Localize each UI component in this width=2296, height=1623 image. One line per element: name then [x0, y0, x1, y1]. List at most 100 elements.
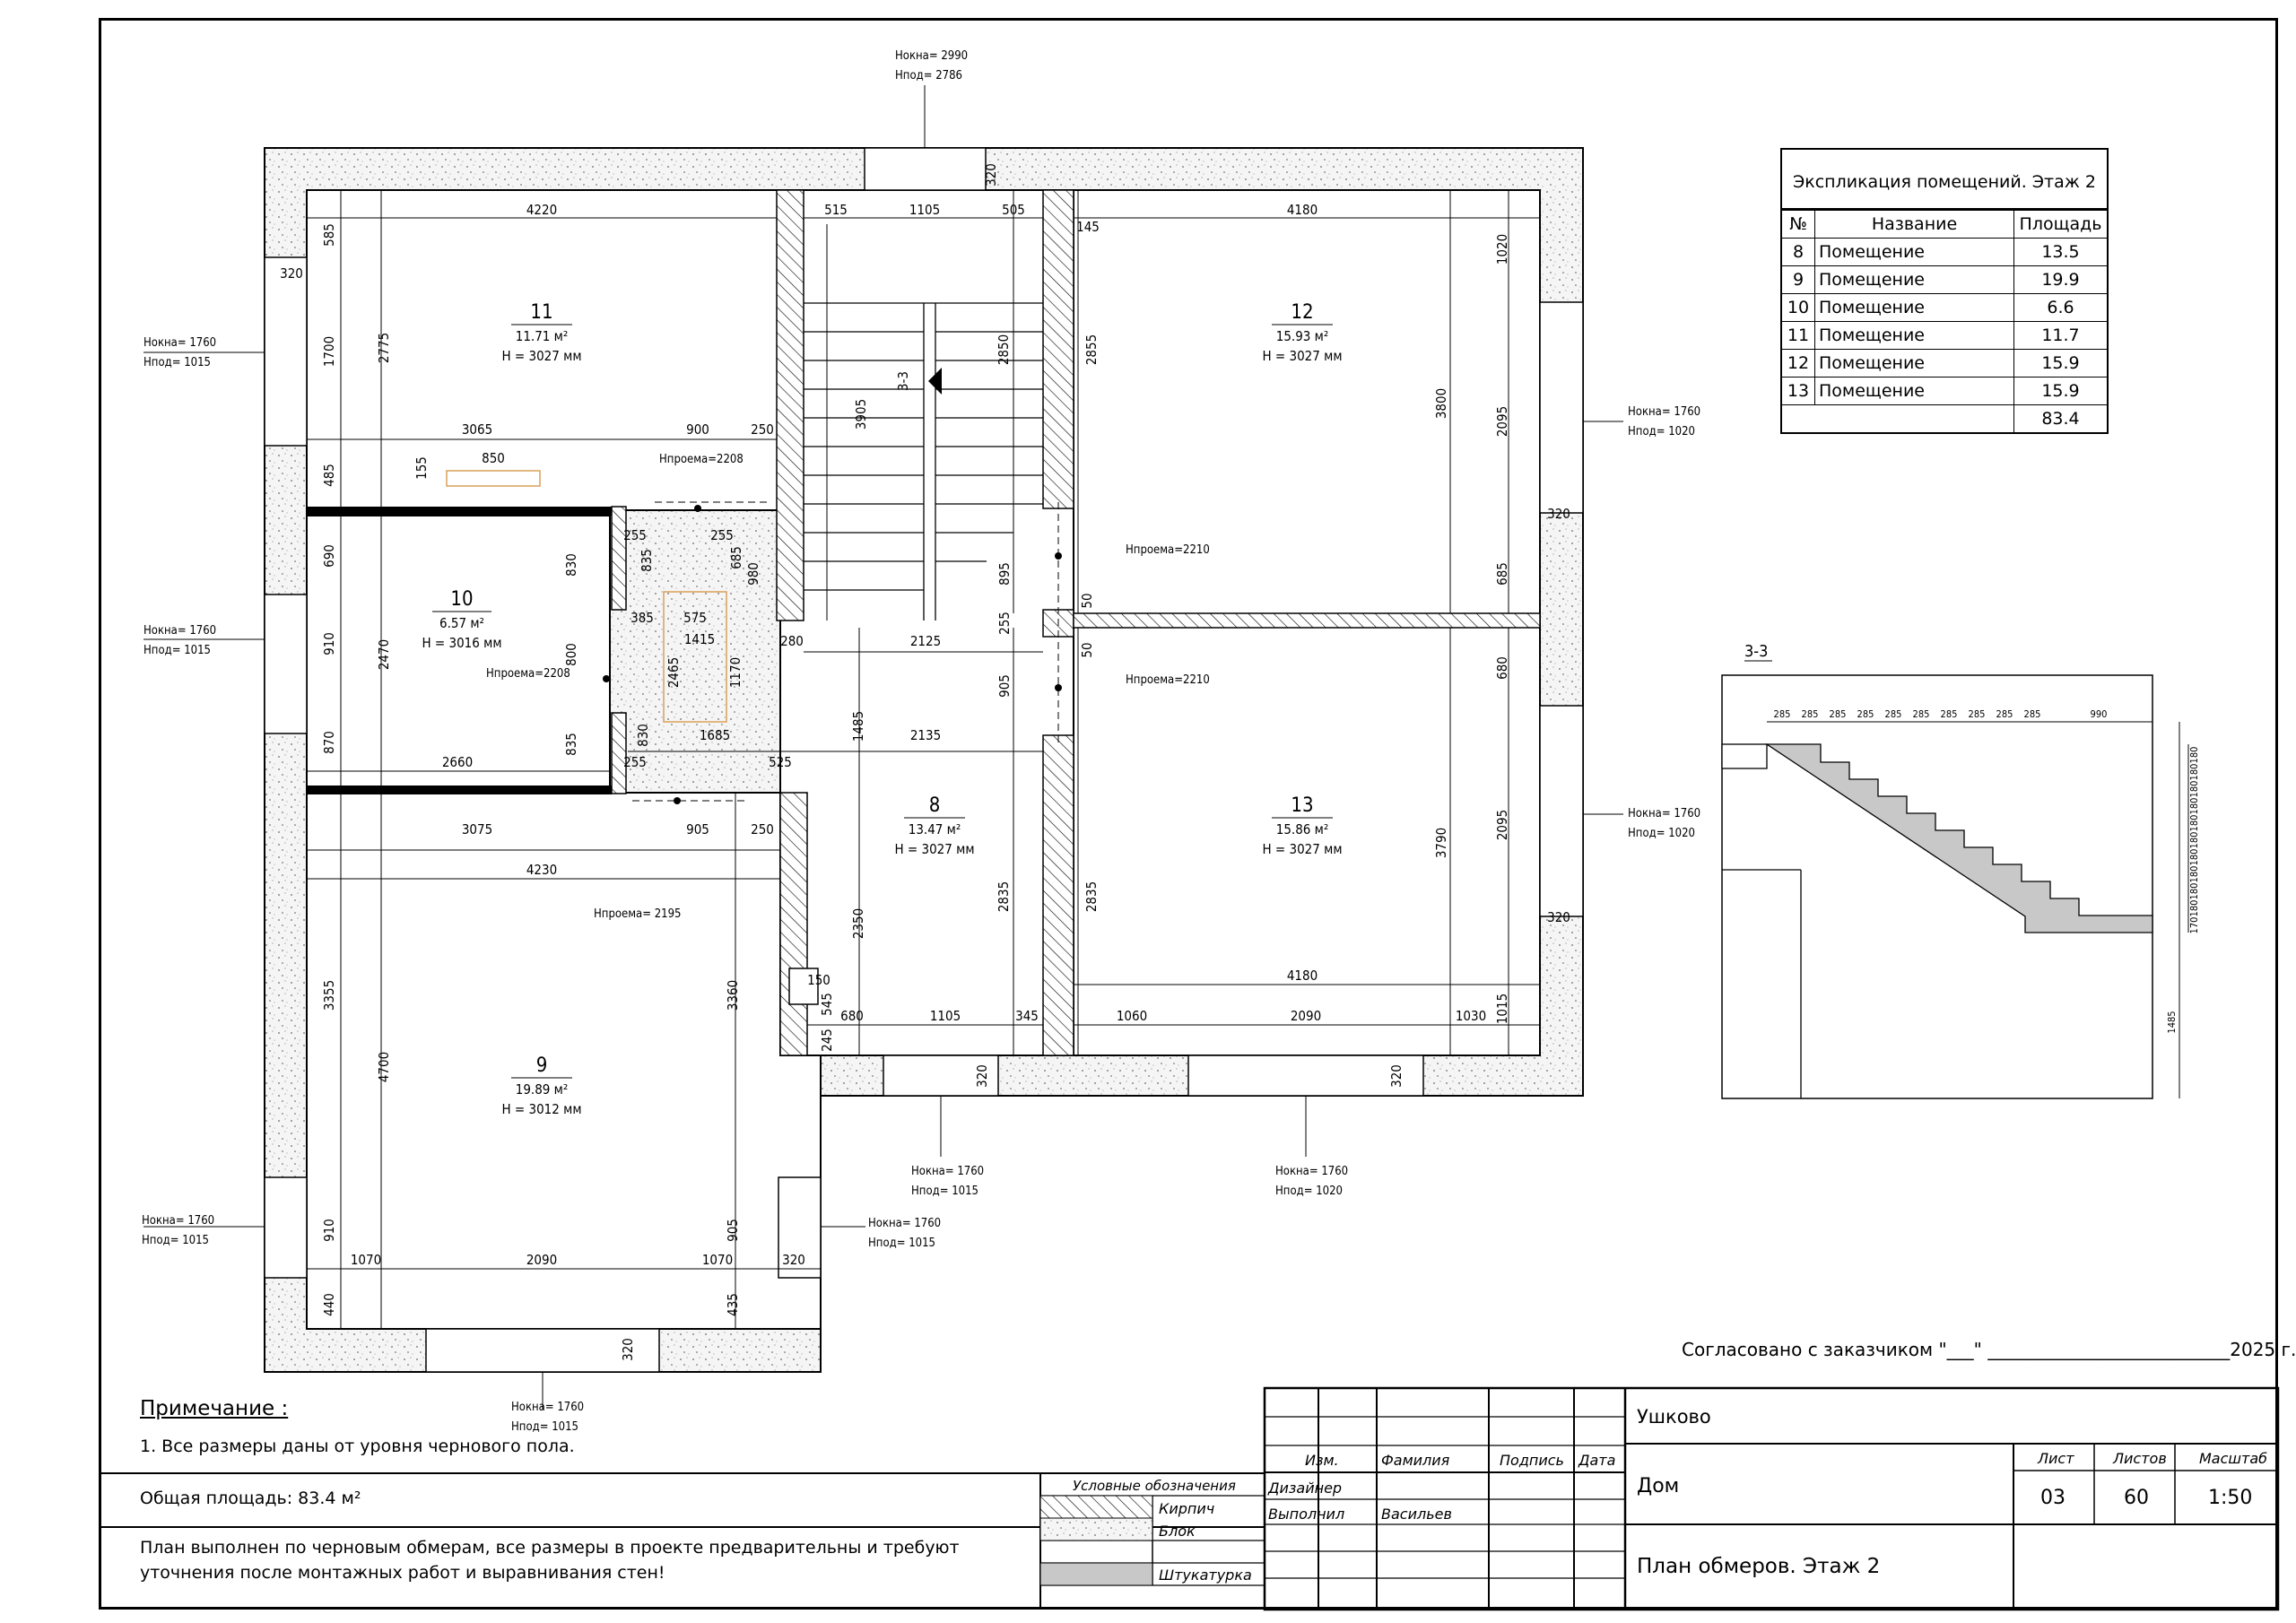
table-cell: Название: [1814, 210, 2014, 239]
stamp-role-designer: Дизайнер: [1268, 1480, 1343, 1497]
outer-walls: [264, 147, 1584, 1373]
room-labels: 11 11.71 м² H = 3027 мм 12 15.93 м² H = …: [422, 301, 1342, 1117]
table-cell: 8: [1782, 238, 1815, 266]
table-cell: Площадь: [2013, 210, 2107, 239]
dimension-label: 250: [751, 821, 774, 838]
room-explication-table: Экспликация помещений. Этаж 2 № Название…: [1780, 148, 2109, 434]
dimension-label: 830: [563, 553, 579, 577]
dimension-label: 2850: [996, 334, 1012, 365]
legend-brick-label: Кирпич: [1159, 1500, 1215, 1517]
table-cell: Помещение: [1814, 377, 2014, 405]
table-cell: 13.5: [2013, 238, 2107, 266]
stamp-header-sheets: Листов: [2113, 1450, 2167, 1467]
dimension-label: 2470: [376, 639, 392, 670]
table-cell: 19.9: [2013, 265, 2107, 294]
table-cell: Помещение: [1814, 349, 2014, 378]
dimension-label: 320: [280, 265, 303, 282]
dimension-label: 1105: [909, 202, 940, 218]
dimension-label: 1070: [702, 1252, 733, 1268]
dimension-label: 4220: [526, 202, 557, 218]
table-total-row: 83.4: [1782, 404, 2107, 433]
room-area: 19.89 м²: [516, 1081, 569, 1098]
section-dimension-texts: 285 285 285 285 285 285 285 285 285 285 …: [1774, 708, 2200, 1034]
room-number: 9: [536, 1055, 548, 1077]
dimension-label: 180: [2188, 781, 2200, 798]
dimension-label: 1485: [850, 711, 866, 742]
dimension-label: 895: [996, 562, 1013, 586]
dimension-label: 800: [563, 643, 579, 666]
dimension-label: 285: [1969, 708, 1986, 720]
dimension-label: 4230: [526, 862, 557, 878]
table-cell: 13: [1782, 377, 1815, 405]
dimension-label: 180: [2188, 849, 2200, 866]
table-cell: 6.6: [2013, 293, 2107, 322]
dimension-label: 2095: [1494, 406, 1510, 437]
opening-height-label: Hпроема= 2195: [594, 907, 682, 921]
dimension-label: 50: [1079, 593, 1095, 608]
title-block: [99, 1386, 2280, 1611]
dimension-label: 255: [623, 527, 647, 543]
dimension-label: 2125: [910, 633, 941, 649]
dimension-label: 180: [2188, 866, 2200, 883]
dimension-label: 905: [996, 674, 1013, 698]
dimension-label: 345: [1015, 1008, 1039, 1024]
dimension-label: 180: [2188, 883, 2200, 900]
stamp-header-signature: Подпись: [1500, 1452, 1564, 1469]
section-arrow-icon: [928, 368, 942, 395]
window-height-label: Hокна= 1760: [1628, 807, 1700, 820]
drawing-frame: [99, 18, 2278, 1610]
dimension-label: 830: [635, 724, 651, 747]
stamp-sheet-number: 03: [2040, 1487, 2066, 1509]
table-cell: Помещение: [1814, 321, 2014, 350]
dimension-label: 505: [1002, 202, 1025, 218]
dimension-label: 440: [321, 1293, 337, 1316]
dimension-label: 1030: [1456, 1008, 1486, 1024]
legend-title: Условные обозначения: [1073, 1478, 1236, 1494]
dimension-texts: 4220 515 1105 505 4180 320 585 1700 2775…: [280, 163, 1570, 1361]
window-height-label: Hпод= 2786: [895, 69, 962, 82]
dimension-label: 680: [1494, 656, 1510, 680]
stamp-object: Дом: [1637, 1475, 1680, 1497]
dimension-label: 320: [974, 1064, 990, 1088]
table-cell: 12: [1782, 349, 1815, 378]
room-height: H = 3012 мм: [501, 1101, 581, 1117]
opening-height-label: Hпроема=2208: [486, 667, 570, 681]
staircase: [804, 302, 1043, 621]
opening-labels: Hпроема=2208 Hпроема=2210 Hпроема=2208 H…: [486, 453, 1210, 921]
window-height-label: Hокна= 1760: [1275, 1165, 1348, 1178]
dimension-label: 835: [639, 549, 655, 572]
table-cell: 15.9: [2013, 349, 2107, 378]
room-area: 15.86 м²: [1276, 821, 1329, 838]
dimension-label: 3075: [462, 821, 492, 838]
svg-text:3-3: 3-3: [1744, 642, 1768, 661]
window-labels: Hокна= 2990 Hпод= 2786 Hокна= 1760 Hпод=…: [142, 49, 1700, 1434]
stamp-scale: 1:50: [2208, 1487, 2253, 1509]
legend-block-swatch: [1039, 1517, 1153, 1541]
stamp-role-executor: Выполнил: [1268, 1506, 1345, 1523]
room-number: 8: [929, 794, 941, 817]
dimension-label: 155: [413, 456, 430, 480]
dimension-label: 2095: [1494, 810, 1510, 840]
stamp-executor-name: Васильев: [1381, 1506, 1452, 1523]
dimension-label: 2835: [996, 881, 1012, 912]
window-height-label: Hпод= 1020: [1628, 827, 1695, 840]
table-cell: Помещение: [1814, 238, 2014, 266]
dimension-label: 250: [751, 421, 774, 438]
dimension-label: 690: [321, 544, 337, 568]
dimension-label: 515: [824, 202, 848, 218]
total-area: Общая площадь: 83.4 м²: [140, 1488, 361, 1508]
dimension-label: 2135: [910, 727, 941, 743]
room-height: H = 3027 мм: [1262, 841, 1342, 857]
dimension-label: 1105: [930, 1008, 961, 1024]
room-height: H = 3016 мм: [422, 635, 501, 651]
table-cell: [1815, 405, 2014, 433]
dimension-label: 1170: [727, 657, 744, 688]
table-header: № Название Площадь: [1782, 210, 2107, 239]
dimension-label: 2855: [1083, 334, 1100, 365]
dimension-label: 1060: [1117, 1008, 1147, 1024]
dimension-label: 1415: [684, 631, 715, 647]
dimension-label: 905: [686, 821, 709, 838]
